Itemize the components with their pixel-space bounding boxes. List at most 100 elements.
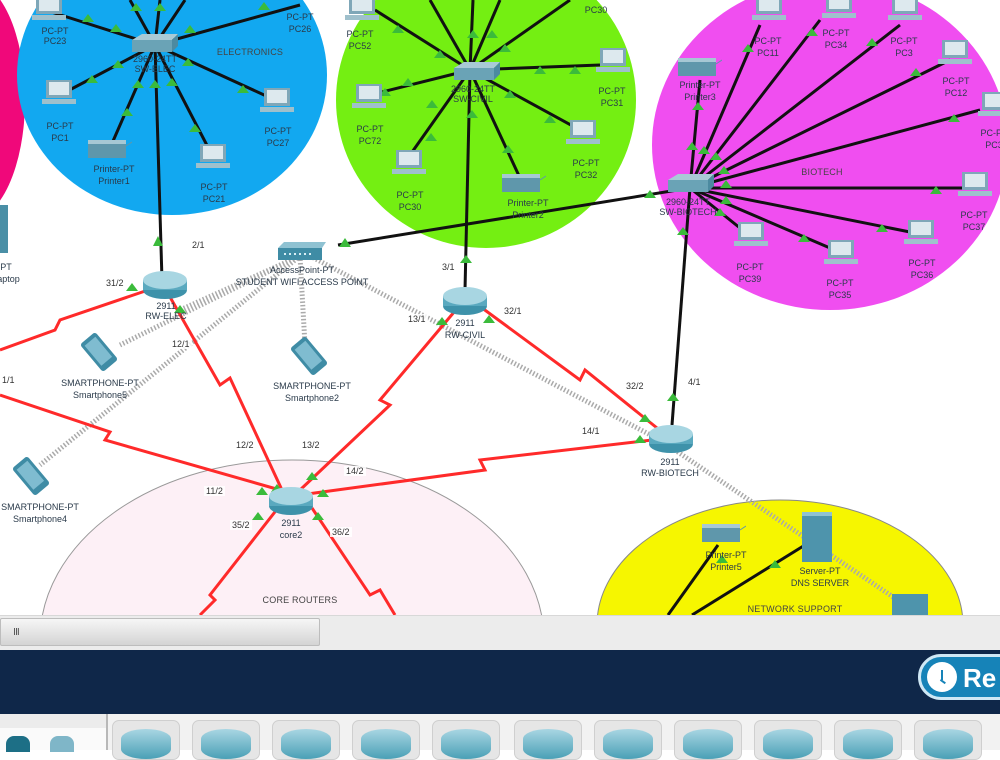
server-partial[interactable]: [890, 592, 930, 615]
smartphone-smartphone2[interactable]: [286, 336, 332, 381]
server-icon: [800, 510, 834, 564]
router-rw-elec[interactable]: [142, 270, 188, 305]
pc30-top-name: PC30: [585, 5, 608, 15]
logical-workspace-canvas[interactable]: 2960-24TT SW-ELEC ELECTRONICS 2960-24TT …: [0, 0, 1000, 615]
pc-pc1[interactable]: [42, 80, 76, 111]
clock-icon: [927, 662, 957, 692]
pc31-type: PC-PT: [599, 86, 626, 96]
realtime-mode-button[interactable]: Re: [918, 654, 1000, 700]
pc26-name: PC26: [289, 24, 312, 34]
router-icon: [763, 729, 813, 759]
printer-printer5[interactable]: [700, 522, 746, 551]
pc-pc3[interactable]: [888, 0, 922, 27]
pc12-type: PC-PT: [943, 76, 970, 86]
palette-router-8[interactable]: [674, 720, 742, 760]
printer-printer1[interactable]: [86, 138, 132, 167]
pc-pc52[interactable]: [345, 0, 379, 27]
printer-icon: [500, 172, 546, 196]
smartphone-smartphone5[interactable]: [76, 332, 122, 377]
port-label-32-1: 32/1: [502, 306, 524, 316]
pc23-type: PC-PT: [42, 26, 69, 36]
pc39-type: PC-PT: [737, 262, 764, 272]
pc-pc35[interactable]: [824, 240, 858, 271]
pc-pc30[interactable]: [392, 150, 426, 181]
pc-pc34[interactable]: [822, 0, 856, 25]
printer1-type: Printer-PT: [93, 164, 134, 174]
palette-router-6[interactable]: [514, 720, 582, 760]
pc35-name: PC35: [829, 290, 852, 300]
pc36-name: PC36: [911, 270, 934, 280]
port-label-14-1: 14/1: [580, 426, 602, 436]
port-label-36-2: 36/2: [330, 527, 352, 537]
pc-pc72[interactable]: [352, 84, 386, 115]
switch-sw-biotech[interactable]: [664, 172, 716, 199]
smartphone-smartphone4[interactable]: [8, 456, 54, 501]
pc-pc39[interactable]: [734, 222, 768, 253]
printer2-type: Printer-PT: [507, 198, 548, 208]
rw-biotech-name: RW-BIOTECH: [641, 468, 699, 478]
access-point-icon: [276, 240, 328, 264]
pc31-name: PC31: [601, 98, 624, 108]
printer3-name: Printer3: [684, 92, 716, 102]
rw-elec-name: RW-ELEC: [145, 311, 186, 321]
pc-pc3b[interactable]: [978, 92, 1000, 123]
server-dns[interactable]: [800, 510, 834, 569]
printer-printer2[interactable]: [500, 172, 546, 201]
router-icon: [523, 729, 573, 759]
rw-biotech-model: 2911: [660, 457, 679, 467]
pc11-type: PC-PT: [755, 36, 782, 46]
palette-router-3[interactable]: [272, 720, 340, 760]
pc32-type: PC-PT: [573, 158, 600, 168]
pc21-name: PC21: [203, 194, 226, 204]
router-core2[interactable]: [268, 486, 314, 521]
printer3-type: Printer-PT: [679, 80, 720, 90]
palette-router-4[interactable]: [352, 720, 420, 760]
sw-civil-name: SW-CIVIL: [453, 94, 493, 104]
pc3b-type: PC-PT: [981, 128, 1000, 138]
palette-router-11[interactable]: [914, 720, 982, 760]
laptop-left[interactable]: [0, 205, 10, 260]
laptop-type: PT: [0, 262, 12, 272]
pc-pc11[interactable]: [752, 0, 786, 27]
printer-icon: [676, 56, 722, 80]
router-rw-biotech[interactable]: [648, 424, 694, 459]
sw-biotech-model: 2960-24TT: [666, 197, 710, 207]
pc-pc27[interactable]: [260, 88, 294, 119]
pc-pc36[interactable]: [904, 220, 938, 251]
switch-sw-civil[interactable]: [450, 60, 502, 87]
palette-router-1[interactable]: [112, 720, 180, 760]
pc3-name: PC3: [895, 48, 913, 58]
smartphone4-name: Smartphone4: [13, 514, 67, 524]
port-label-14-2: 14/2: [344, 466, 366, 476]
palette-router-10[interactable]: [834, 720, 902, 760]
pc-pc12[interactable]: [938, 40, 972, 71]
router-icon: [201, 729, 251, 759]
pc-pc32[interactable]: [566, 120, 600, 151]
pc-icon: [345, 0, 379, 22]
scrollbar-thumb[interactable]: III: [0, 618, 320, 646]
horizontal-scrollbar[interactable]: III: [0, 615, 1000, 651]
palette-router-2[interactable]: [192, 720, 260, 760]
pc-pc21[interactable]: [196, 144, 230, 175]
pc3b-name: PC3: [985, 140, 1000, 150]
palette-router-5[interactable]: [432, 720, 500, 760]
palette-router-9[interactable]: [754, 720, 822, 760]
laptop-name: Laptop: [0, 274, 20, 284]
smartphone5-name: Smartphone5: [73, 390, 127, 400]
pc-pc37[interactable]: [958, 172, 992, 203]
port-label-13-2: 13/2: [300, 440, 322, 450]
server-icon: [890, 592, 930, 615]
palette-router-7[interactable]: [594, 720, 662, 760]
smartphone5-type: SMARTPHONE-PT: [61, 378, 139, 388]
router-rw-civil[interactable]: [442, 286, 488, 321]
router-icon: [923, 729, 973, 759]
printer-icon: [700, 522, 746, 546]
printer5-type: Printer-PT: [705, 550, 746, 560]
pc-icon: [352, 84, 386, 110]
pc-pc31[interactable]: [596, 48, 630, 79]
pc-pc23[interactable]: [32, 0, 66, 27]
smartphone-icon: [76, 332, 122, 372]
smartphone2-name: Smartphone2: [285, 393, 339, 403]
topology-diagram: [0, 0, 1000, 615]
smartphone4-type: SMARTPHONE-PT: [1, 502, 79, 512]
